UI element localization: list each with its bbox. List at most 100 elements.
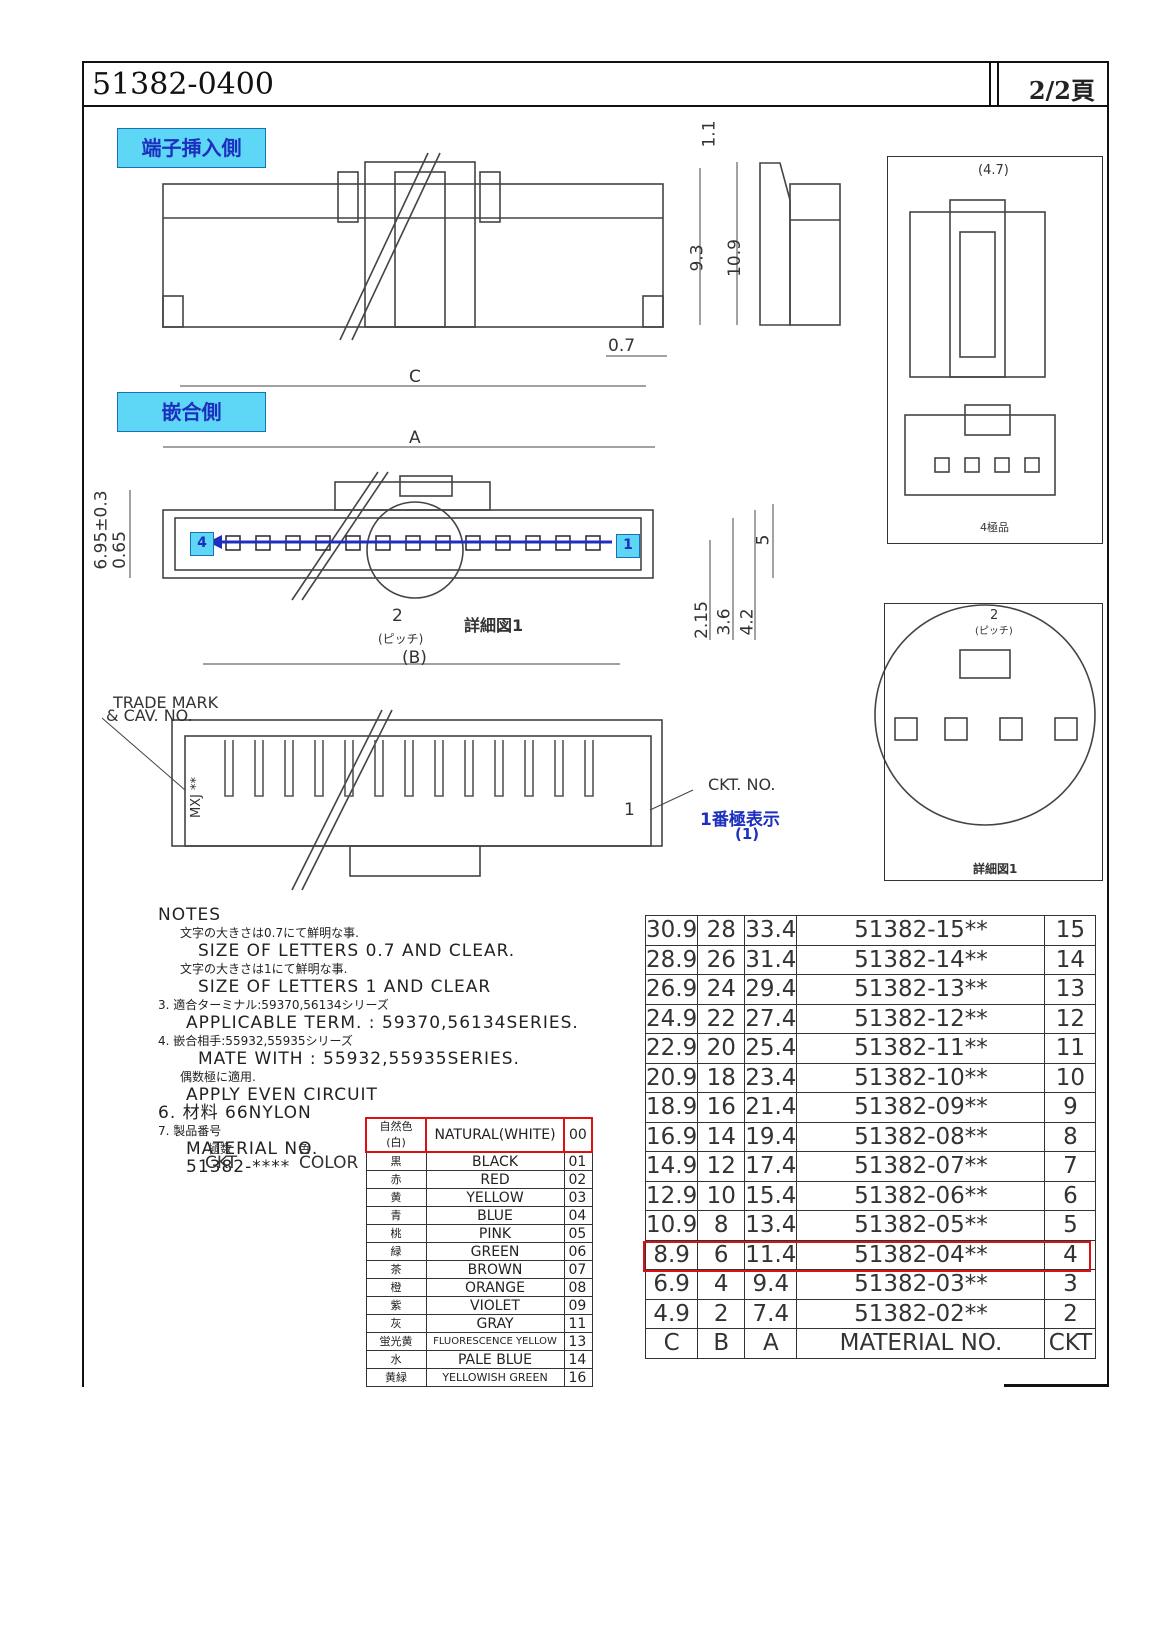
note-3-jp: 3. 適合ターミナル:59370,56134シリーズ — [158, 998, 389, 1012]
ckt-jp: 極数 — [208, 1142, 233, 1156]
mating-side-view — [129, 446, 774, 665]
note-1-en: SIZE OF LETTERS 0.7 AND CLEAR. — [198, 941, 516, 961]
right-detail-drawings — [874, 199, 1096, 826]
ckt-no-label: CKT. NO. — [708, 775, 776, 794]
note-7-code: 51382-**** — [186, 1157, 291, 1177]
table-row: 自然色(白)NATURAL(WHITE)00 — [365, 1117, 593, 1153]
note-4-en: MATE WITH : 55932,55935SERIES. — [198, 1049, 520, 1069]
color-label: COLOR — [299, 1153, 359, 1173]
note-5-en: APPLY EVEN CIRCUIT — [186, 1085, 378, 1105]
insert-side-label: 端子挿入側 — [117, 128, 266, 168]
mating-side-label: 嵌合側 — [117, 392, 266, 432]
detail-view-box: 2 (ピッチ) 詳細図1 — [884, 603, 1103, 881]
note-2-en: SIZE OF LETTERS 1 AND CLEAR — [198, 977, 492, 997]
note-7-jp: 7. 製品番号 — [158, 1124, 222, 1138]
pin1-indicator-label: 1番極表示 — [700, 810, 780, 830]
dim-0-65: 0.65 — [109, 531, 130, 569]
frame-bottom-mark — [1004, 1384, 1109, 1387]
dim-3-6: 3.6 — [714, 608, 735, 636]
dim-b: (B) — [402, 648, 427, 668]
notes-section: NOTES 文字の大きさは0.7にて鮮明な事. SIZE OF LETTERS … — [158, 906, 579, 1176]
cav-count-label: 4極品 — [980, 521, 1009, 534]
part-number: 51382-0400 — [92, 67, 274, 102]
dim-5: 5 — [753, 534, 774, 546]
ckt-label: CKT — [205, 1153, 238, 1173]
cav-no-label: & CAV. NO. — [106, 706, 193, 725]
dim-6-95: 6.95±0.3 — [91, 490, 112, 570]
note-6: 6. 材料 66NYLON — [158, 1103, 312, 1123]
page-cell: 2/2頁 — [997, 63, 1107, 105]
note-3-en: APPLICABLE TERM. : 59370,56134SERIES. — [186, 1013, 579, 1033]
material-row-highlight — [643, 1241, 1091, 1272]
detail-view-label: 詳細図1 — [973, 862, 1018, 876]
detail-label: 詳細図1 — [464, 616, 524, 635]
note-1-jp: 文字の大きさは0.7にて鮮明な事. — [180, 926, 359, 940]
note-7-en: MATERIAL NO. — [186, 1139, 319, 1159]
side-profile-view — [759, 162, 841, 326]
bottom-pin1-mark: 1 — [624, 800, 635, 820]
dim-9-3: 9.3 — [687, 244, 708, 272]
dim-2-15: 2.15 — [691, 601, 712, 639]
notes-heading: NOTES — [158, 905, 222, 925]
title-divider — [989, 63, 999, 105]
pin-1-marker: 1 — [616, 534, 640, 558]
title-block: 51382-0400 2/2頁 — [82, 61, 1109, 107]
note-4-jp: 4. 嵌合相手:55932,55935シリーズ — [158, 1034, 353, 1048]
insert-side-view — [162, 152, 738, 387]
frame-left — [82, 61, 84, 1387]
trade-mark-label: TRADE MARK — [113, 693, 219, 712]
bottom-view-ribs — [224, 740, 594, 797]
detail-pitch: (ピッチ) — [975, 626, 1013, 637]
dim-a: A — [409, 428, 421, 448]
dim-4-2: 4.2 — [737, 608, 758, 636]
bottom-view — [101, 709, 694, 891]
dim-1-1: 1.1 — [699, 120, 720, 148]
dim-4-7: (4.7) — [978, 163, 1009, 178]
dim-2-pitch: 2 — [392, 606, 403, 626]
mxj-mark: MXJ ** — [189, 776, 205, 819]
dim-c: C — [409, 367, 421, 387]
end-view-box: (4.7) 4極品 — [887, 156, 1103, 544]
pin-4-marker: 4 — [190, 532, 214, 556]
note-2-jp: 文字の大きさは1にて鮮明な事. — [180, 962, 348, 976]
note-5-jp: 偶数極に適用. — [180, 1070, 256, 1084]
dim-10-9: 10.9 — [724, 239, 745, 277]
color-jp: 色 — [298, 1142, 311, 1156]
detail-dim-2: 2 — [990, 608, 999, 623]
pin1-indicator-sub: (1) — [735, 825, 760, 843]
pitch-label: (ピッチ) — [378, 632, 424, 646]
page-number: 2/2頁 — [1028, 76, 1095, 105]
frame-right — [1107, 61, 1109, 1387]
